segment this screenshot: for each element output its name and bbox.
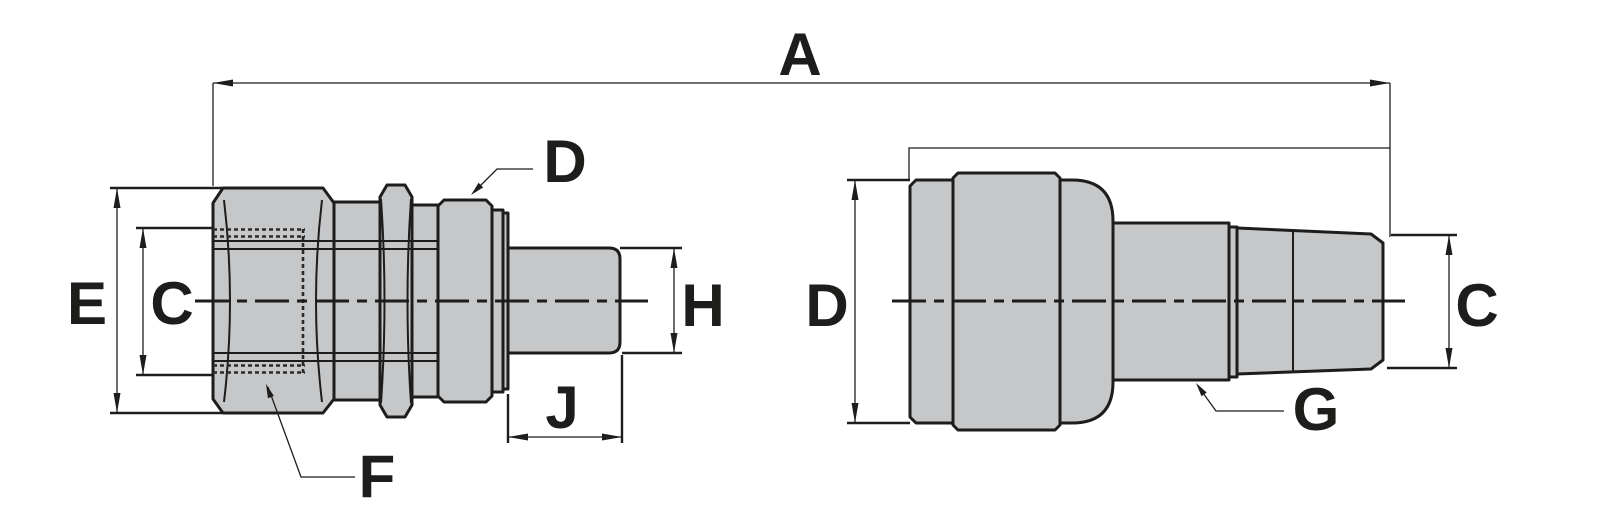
dim-label-c-left: C xyxy=(150,270,193,337)
plug-length-bracket xyxy=(908,147,1390,179)
leader-g xyxy=(1197,385,1284,412)
dim-d-right-arrow-bottom xyxy=(851,403,859,423)
dim-c-right-arrow-top xyxy=(1445,235,1453,255)
dimensions: A E C D F H xyxy=(67,21,1499,510)
dim-a-arrow-right xyxy=(1370,79,1390,87)
leader-g-arrowhead xyxy=(1196,383,1207,397)
dim-h-arrow-bottom xyxy=(670,333,678,353)
dim-j-arrow-left xyxy=(508,433,528,441)
dim-label-h: H xyxy=(681,272,724,339)
dim-label-g: G xyxy=(1293,376,1340,443)
dim-label-a: A xyxy=(778,21,821,88)
dim-e-arrow-bottom xyxy=(113,393,121,413)
dim-label-e: E xyxy=(67,270,107,337)
dim-c-left-arrow-top xyxy=(139,228,147,248)
nut-barrel-curve-left xyxy=(223,199,231,403)
dim-label-d-right: D xyxy=(805,272,848,339)
leader-d-left xyxy=(472,168,533,194)
dim-label-d-left: D xyxy=(543,128,586,195)
male-plug xyxy=(892,171,1405,432)
female-coupling xyxy=(195,183,648,419)
dim-label-j: J xyxy=(545,374,578,441)
dim-a-arrow-left xyxy=(213,79,233,87)
plug-sleeve-band xyxy=(951,171,1062,432)
dim-label-c-right: C xyxy=(1455,272,1498,339)
dim-d-right-arrow-top xyxy=(851,180,859,200)
dim-label-f: F xyxy=(359,443,396,510)
dim-j-arrow-right xyxy=(602,433,622,441)
leader-f-arrowhead xyxy=(266,384,274,399)
dim-e-arrow-top xyxy=(113,188,121,208)
dim-h-arrow-top xyxy=(670,248,678,268)
dim-c-right-arrow-bottom xyxy=(1445,348,1453,368)
leader-d-left-arrowhead xyxy=(471,182,484,195)
leader-f xyxy=(267,386,355,478)
dim-c-left-arrow-bottom xyxy=(139,355,147,375)
